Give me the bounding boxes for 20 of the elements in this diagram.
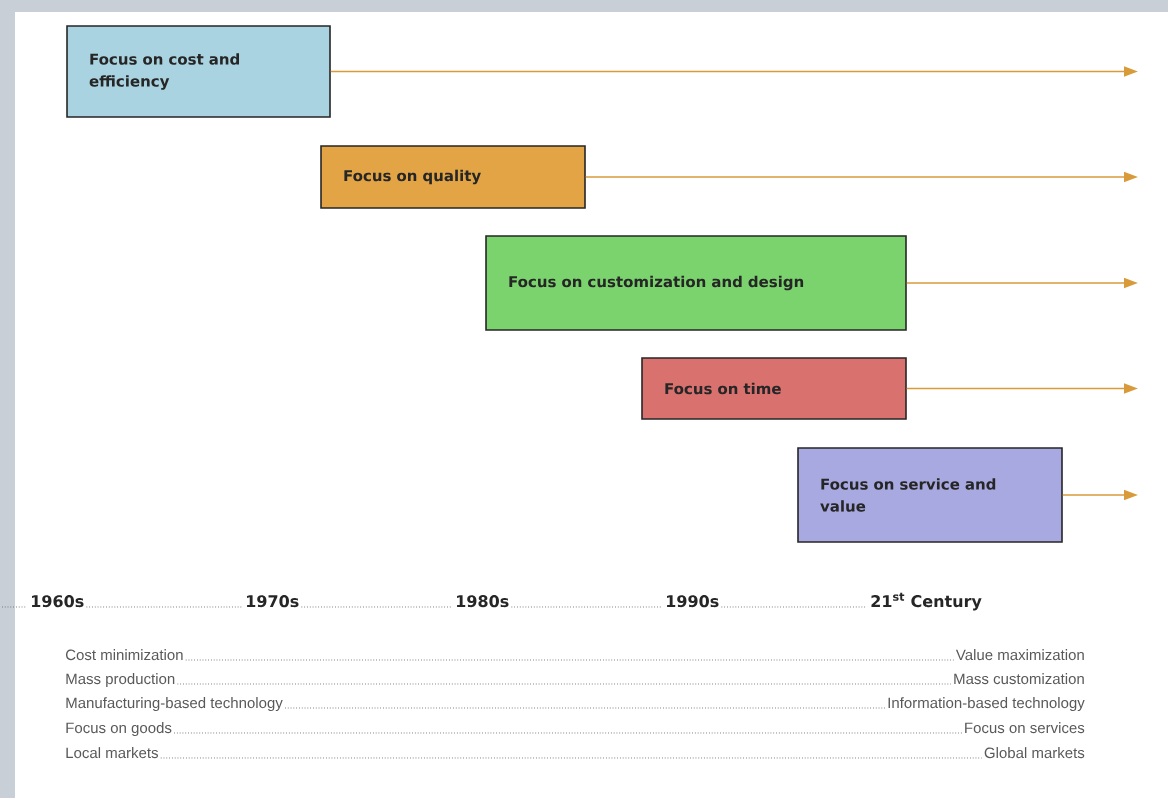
trend-label: Manufacturing-based technology [66, 697, 283, 712]
trend-label: Mass production [66, 673, 175, 688]
decade-label: 21$^{st}$ Century [871, 592, 982, 611]
trend-label: Focus on goods [66, 722, 172, 737]
decade-label: 1970s [247, 595, 299, 608]
focus-box: Focus on service and value [797, 447, 1063, 543]
trend-label: Cost minimization [66, 649, 183, 661]
trend-label: Value maximization [955, 649, 1084, 661]
focus-box: Focus on customization and design [485, 235, 907, 331]
decade-label: 1980s [457, 595, 509, 608]
focus-box: Focus on time [641, 357, 907, 420]
decade-label: 1960s [32, 595, 84, 608]
focus-box: Focus on cost and efficiency [66, 25, 331, 118]
trend-label: Local markets [66, 747, 158, 759]
trend-label: Information-based technology [888, 697, 1085, 712]
trend-label: Focus on services [965, 722, 1085, 734]
trend-label: Global markets [984, 747, 1085, 759]
decade-label: 1990s [667, 595, 719, 608]
focus-box: Focus on quality [320, 145, 586, 209]
trend-label: Mass customization [954, 673, 1084, 685]
